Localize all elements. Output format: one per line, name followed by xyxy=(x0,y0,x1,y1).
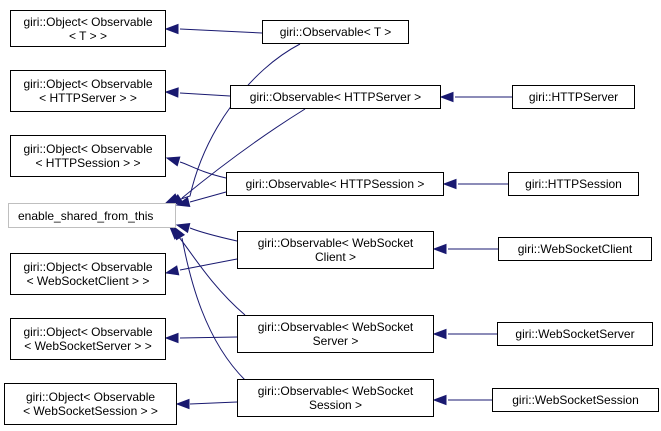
arrowhead-icon xyxy=(432,328,447,340)
edge-line xyxy=(181,108,306,199)
node-line: < T > > xyxy=(69,28,107,43)
arrowhead-icon xyxy=(164,23,179,35)
node-line: giri::Observable< HTTPSession > xyxy=(245,177,425,191)
arrowhead-icon xyxy=(164,87,179,98)
edge-obs-httpsession-to-object xyxy=(165,156,227,179)
node-line: < WebSocketClient > > xyxy=(26,274,150,288)
node-line: enable_shared_from_this xyxy=(18,208,154,223)
node-object-observable-websocketsession[interactable]: giri::Object< Observable < WebSocketSess… xyxy=(4,383,177,425)
node-object-observable-websocketclient[interactable]: giri::Object< Observable < WebSocketClie… xyxy=(10,253,166,295)
node-observable-t[interactable]: giri::Observable< T > xyxy=(262,20,409,44)
node-line: < HTTPSession > > xyxy=(35,156,141,170)
node-line: giri::Observable< WebSocket xyxy=(257,236,414,250)
edge-line xyxy=(189,191,227,203)
edge-line xyxy=(189,401,238,405)
edge-line xyxy=(189,227,238,242)
node-observable-websocket-client[interactable]: giri::Observable< WebSocket Client > xyxy=(237,231,434,269)
node-line: < WebSocketServer > > xyxy=(24,339,152,353)
node-line: giri::WebSocketServer xyxy=(515,327,635,341)
edge-line xyxy=(177,235,246,316)
arrowhead-icon xyxy=(168,193,184,206)
arrowhead-icon xyxy=(165,156,181,167)
node-line: giri::WebSocketClient xyxy=(517,242,633,256)
edge-line xyxy=(179,258,238,271)
node-line: < HTTPServer > > xyxy=(39,91,137,105)
node-object-observable-httpsession[interactable]: giri::Object< Observable < HTTPSession >… xyxy=(10,135,166,177)
node-line: giri::HTTPSession xyxy=(525,177,622,191)
arrowhead-icon xyxy=(432,394,447,406)
node-observable-httpsession[interactable]: giri::Observable< HTTPSession > xyxy=(226,172,444,196)
arrowhead-icon xyxy=(164,332,179,344)
node-line: giri::Object< Observable xyxy=(23,77,153,91)
node-line: giri::HTTPServer xyxy=(528,90,619,104)
node-line: giri::Observable< WebSocket xyxy=(257,384,414,398)
node-observable-websocket-session[interactable]: giri::Observable< WebSocket Session > xyxy=(237,379,434,417)
node-line: < WebSocketSession > > xyxy=(23,404,158,418)
edge-wsclient-to-obs xyxy=(432,243,498,255)
edge-httpsession-to-obs xyxy=(442,178,508,190)
edge-obs-wssession-to-object xyxy=(175,398,238,410)
edge-line xyxy=(179,92,231,97)
node-object-observable-t[interactable]: giri::Object< Observable < T > > xyxy=(10,10,166,47)
node-observable-httpserver[interactable]: giri::Observable< HTTPServer > xyxy=(230,85,441,109)
node-object-observable-websocketserver[interactable]: giri::Object< Observable < WebSocketServ… xyxy=(10,318,166,360)
edge-line xyxy=(179,336,238,339)
node-line: giri::Object< Observable xyxy=(23,14,153,29)
node-httpserver[interactable]: giri::HTTPServer xyxy=(512,85,635,109)
edge-obs-t-to-object xyxy=(164,23,263,35)
edge-obs-httpserver-to-object xyxy=(164,87,231,98)
arrowhead-icon xyxy=(175,398,190,410)
edge-obs-wsserver-to-object xyxy=(164,332,238,344)
edge-obs-wsclient-to-enable xyxy=(175,222,238,242)
edge-line xyxy=(179,28,263,34)
node-websocketserver[interactable]: giri::WebSocketServer xyxy=(497,322,653,346)
node-line: giri::Object< Observable xyxy=(23,142,153,156)
edge-line xyxy=(179,161,227,179)
node-observable-websocket-server[interactable]: giri::Observable< WebSocket Server > xyxy=(237,315,434,353)
node-line: giri::Object< Observable xyxy=(23,325,153,339)
edge-httpserver-to-obs xyxy=(439,91,512,103)
arrowhead-icon xyxy=(442,178,457,190)
edge-obs-wssession-to-enable xyxy=(173,225,246,381)
arrowhead-icon xyxy=(432,243,447,255)
edge-line xyxy=(181,237,246,381)
node-line: Client > xyxy=(314,250,357,264)
edge-obs-httpsession-to-enable xyxy=(175,191,227,208)
arrowhead-icon xyxy=(175,222,191,234)
node-line: giri::Object< Observable xyxy=(25,390,156,404)
node-line: giri::Object< Observable xyxy=(23,260,153,274)
node-line: giri::Observable< T > xyxy=(279,25,392,39)
edge-obs-httpserver-to-enable xyxy=(168,108,306,206)
arrowhead-icon xyxy=(164,265,180,276)
node-websocketsession[interactable]: giri::WebSocketSession xyxy=(492,388,659,412)
node-line: Session > xyxy=(308,398,363,412)
node-line: giri::Observable< HTTPServer > xyxy=(249,90,422,104)
edge-line xyxy=(177,43,301,201)
edge-wssession-to-obs xyxy=(432,394,492,406)
edge-wsserver-to-obs xyxy=(432,328,497,340)
node-line: giri::Observable< WebSocket xyxy=(257,320,414,334)
arrowhead-icon xyxy=(173,225,186,241)
node-line: Server > xyxy=(312,334,359,348)
node-httpsession[interactable]: giri::HTTPSession xyxy=(508,172,639,196)
node-enable-shared-from-this: enable_shared_from_this xyxy=(8,203,176,228)
node-line: giri::WebSocketSession xyxy=(512,393,639,407)
arrowhead-icon xyxy=(175,196,191,208)
edge-obs-wsclient-to-object xyxy=(164,258,238,276)
node-object-observable-httpserver[interactable]: giri::Object< Observable < HTTPServer > … xyxy=(10,70,166,112)
arrowhead-icon xyxy=(439,91,454,103)
node-websocketclient[interactable]: giri::WebSocketClient xyxy=(498,237,652,261)
